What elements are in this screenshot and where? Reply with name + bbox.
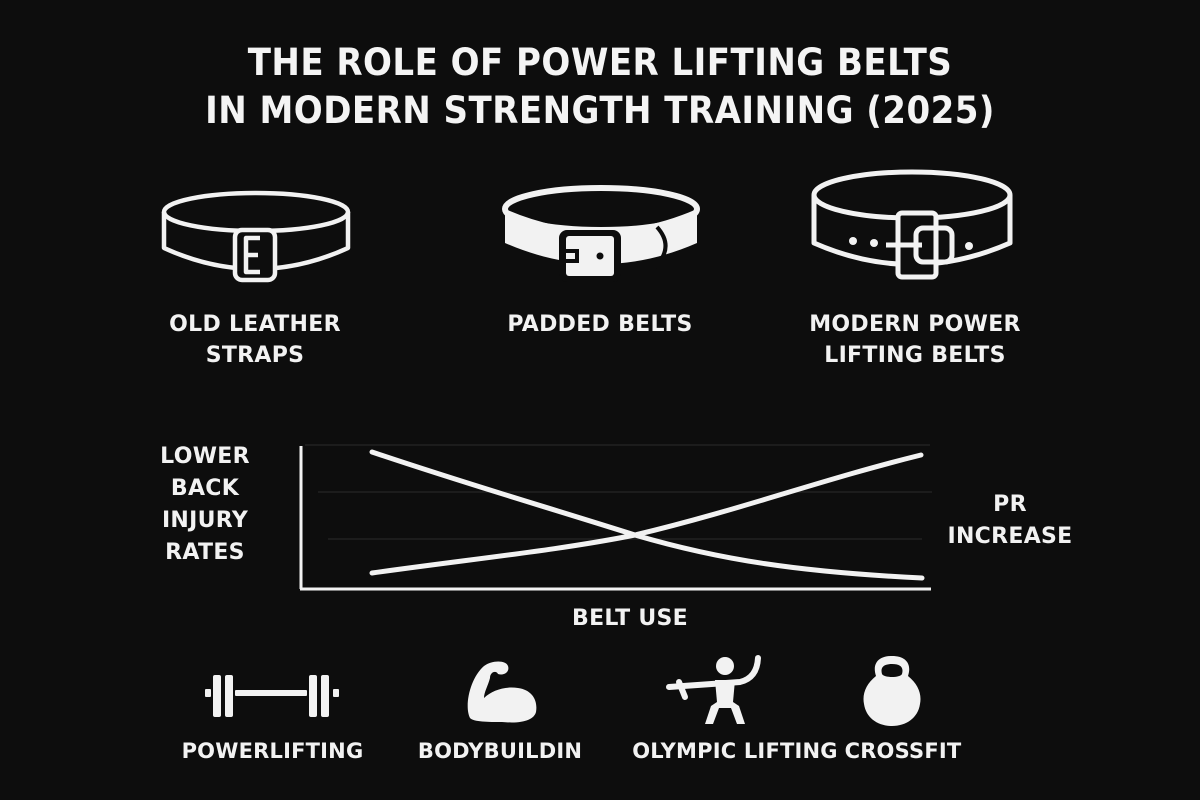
barbell-icon: [205, 675, 339, 717]
belt-label-line: PADDED BELTS: [507, 312, 693, 337]
sport-label-crossfit: CROSSFIT: [844, 739, 962, 763]
belt-label-line: MODERN POWER: [809, 312, 1021, 337]
kettlebell-icon: [863, 656, 921, 726]
y-label-line: BACK: [170, 476, 240, 501]
y-axis-label-right: PR INCREASE: [940, 489, 1080, 553]
y-label-line: LOWER: [160, 444, 250, 469]
sport-label-powerlifting: POWERLIFTING: [181, 739, 364, 763]
y-label-line: PR: [993, 492, 1027, 517]
belt-label-padded: PADDED BELTS: [470, 309, 730, 340]
title-line-1: THE ROLE OF POWER LIFTING BELTS: [247, 41, 953, 84]
sport-label-olympic-lifting: OLYMPIC LIFTING: [632, 739, 838, 763]
belt-label-line: STRAPS: [205, 343, 305, 368]
axes: [299, 446, 931, 591]
y-label-line: INJURY: [161, 508, 249, 533]
belt-label-line: OLD LEATHER: [169, 312, 341, 337]
y-label-line: RATES: [165, 540, 245, 565]
belt-label-line: LIFTING BELTS: [824, 343, 1006, 368]
belt-label-old-leather: OLD LEATHER STRAPS: [140, 309, 370, 371]
padded-belt-icon: [502, 185, 700, 282]
modern-powerlifting-belt-icon: [811, 169, 1013, 280]
series-pr-increase-line: [369, 452, 924, 576]
series-injury-rates-line: [369, 449, 925, 581]
flexed-bicep-icon: [467, 661, 537, 723]
olympic-lifter-icon: [666, 655, 761, 724]
title-line-2: IN MODERN STRENGTH TRAINING (2025): [205, 89, 995, 132]
x-axis-label: BELT USE: [572, 606, 688, 631]
sport-label-bodybuilding: BODYBUILDIN: [417, 739, 583, 763]
belt-label-modern: MODERN POWER LIFTING BELTS: [775, 309, 1055, 371]
y-label-line: INCREASE: [947, 524, 1073, 549]
old-leather-belt-icon: [161, 190, 351, 283]
y-axis-label-left: LOWER BACK INJURY RATES: [140, 441, 270, 569]
